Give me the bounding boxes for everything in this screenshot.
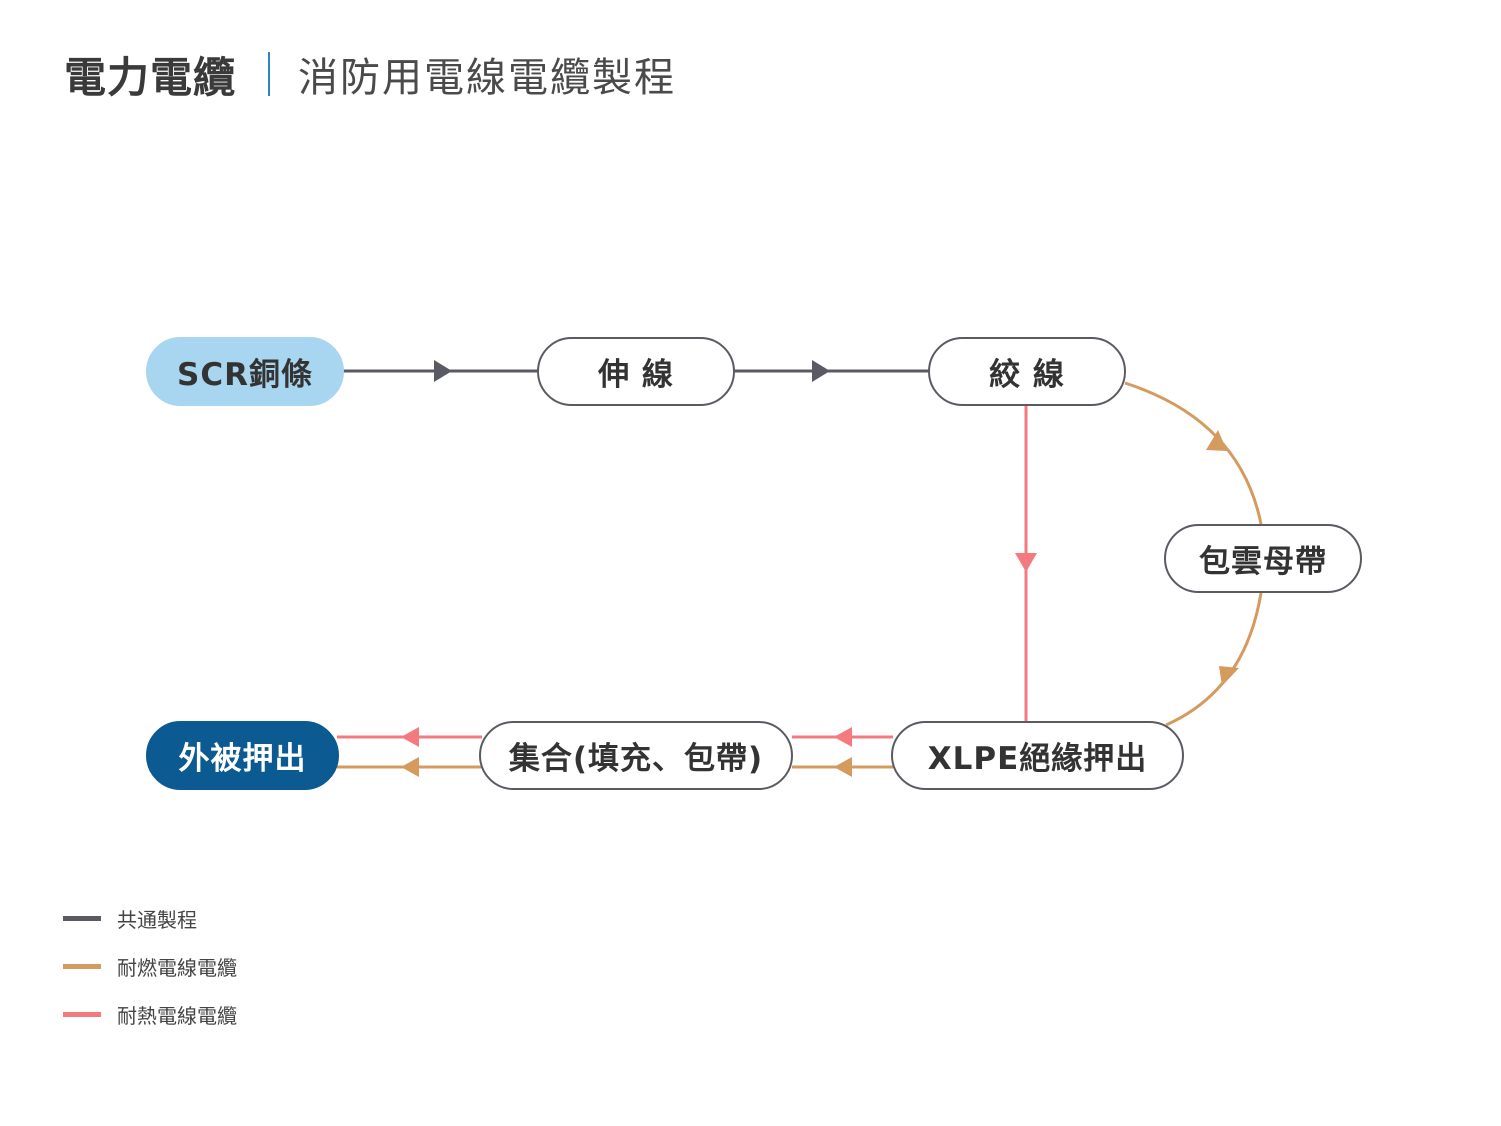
connector-mica-to-xlpe [1165, 592, 1263, 727]
arrow-mica-to-xlpe [1219, 666, 1239, 686]
arrow-stranding-to-mica [1206, 430, 1227, 451]
legend-label-fire-resistant: 耐燃電線電纜 [117, 955, 237, 980]
legend-label-heat-resistant: 耐熱電線電纜 [117, 1003, 237, 1028]
page-subtitle: 消防用電線電纜製程 [298, 55, 677, 101]
node-scr-copper: SCR銅條 [146, 337, 344, 406]
title-divider [268, 52, 271, 96]
legend-item-fire-resistant: 耐燃電線電纜 [63, 948, 237, 984]
arrow-xlpe-to-assembly-fire [834, 757, 852, 777]
arrow-xlpe-to-assembly-heat [834, 727, 852, 747]
arrow-stranding-to-xlpe-heat [1015, 553, 1037, 572]
page-title: 電力電纜 [64, 52, 237, 102]
legend: 共通製程 耐燃電線電纜 耐熱電線電纜 [63, 900, 237, 1044]
page-header: 電力電纜 消防用電線電纜製程 [64, 44, 676, 104]
arrow-drawing-to-stranding [812, 360, 830, 382]
node-stranding: 絞 線 [928, 337, 1126, 406]
node-sheath-extrusion: 外被押出 [146, 721, 339, 790]
arrow-assembly-to-sheath-heat [401, 727, 419, 747]
arrow-scr-to-drawing [434, 360, 452, 382]
legend-item-heat-resistant: 耐熱電線電纜 [63, 996, 237, 1032]
node-assembly: 集合(填充、包帶) [479, 721, 793, 790]
node-drawing: 伸 線 [537, 337, 735, 406]
legend-swatch-fire-resistant [63, 963, 101, 969]
legend-label-common: 共通製程 [117, 907, 197, 932]
node-mica-tape: 包雲母帶 [1164, 524, 1362, 593]
arrow-assembly-to-sheath-fire [401, 757, 419, 777]
legend-swatch-common [63, 915, 101, 921]
node-xlpe-extrusion: XLPE絕緣押出 [891, 721, 1184, 790]
connector-stranding-to-mica [1124, 381, 1263, 525]
legend-item-common: 共通製程 [63, 900, 237, 936]
legend-swatch-heat-resistant [63, 1011, 101, 1017]
